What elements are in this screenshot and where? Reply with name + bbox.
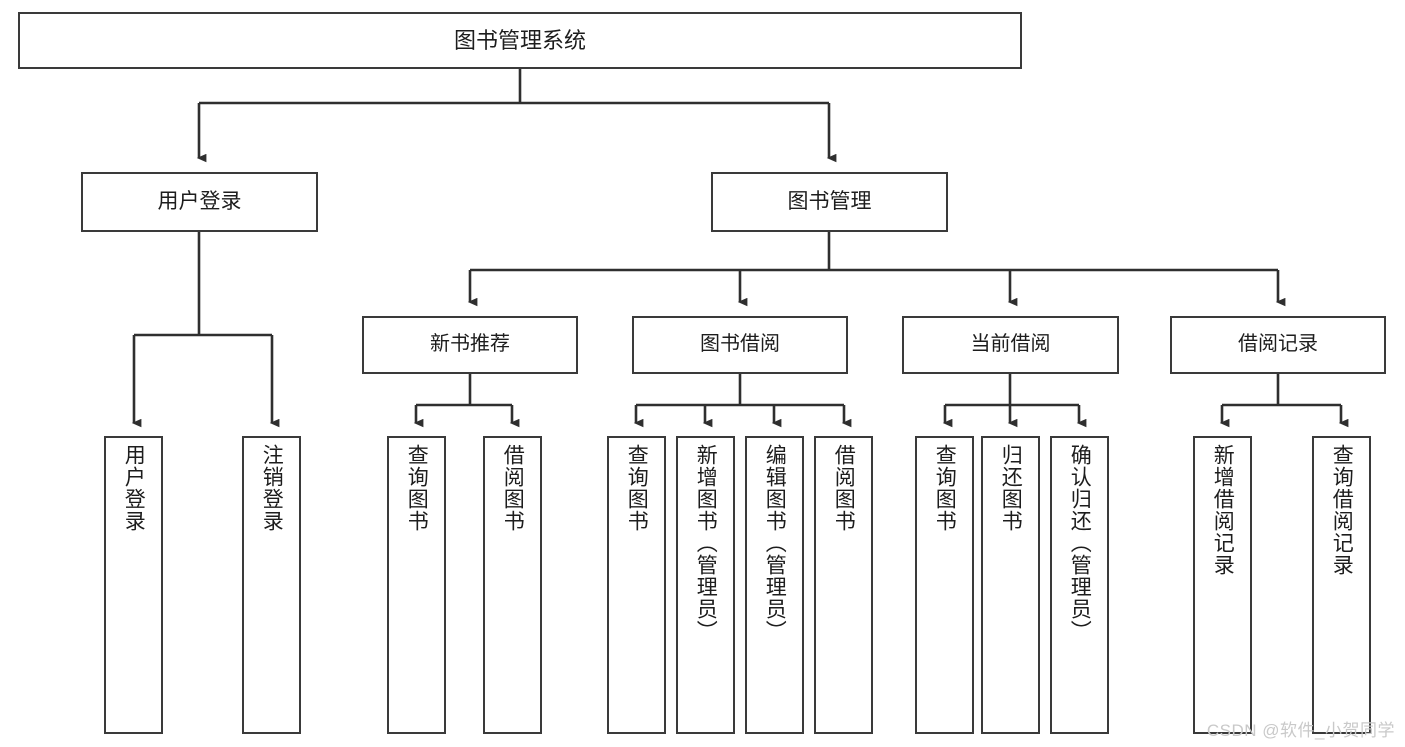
leaf-record-add-borrow-record[interactable]: 新增借阅记录 [1193, 436, 1252, 734]
node-borrow-record[interactable]: 借阅记录 [1170, 316, 1386, 374]
leaf-logout[interactable]: 注销登录 [242, 436, 301, 734]
leaf-borrow-add-book-admin[interactable]: 新增图书（管理员） [676, 436, 735, 734]
leaf-borrow-query-book[interactable]: 查询图书 [607, 436, 666, 734]
node-label: 查询图书 [625, 444, 649, 532]
leaf-recommend-query-book[interactable]: 查询图书 [387, 436, 446, 734]
node-user-login[interactable]: 用户登录 [81, 172, 318, 232]
node-current-borrow[interactable]: 当前借阅 [902, 316, 1119, 374]
leaf-borrow-borrow-book[interactable]: 借阅图书 [814, 436, 873, 734]
node-book-borrow[interactable]: 图书借阅 [632, 316, 848, 374]
node-label: 确认归还（管理员） [1068, 444, 1092, 642]
node-label: 当前借阅 [970, 333, 1051, 356]
node-label: 新增图书（管理员） [694, 444, 718, 642]
node-label: 查询图书 [405, 444, 429, 532]
leaf-user-login[interactable]: 用户登录 [104, 436, 163, 734]
node-label: 用户登录 [157, 189, 242, 213]
node-label: 借阅图书 [501, 444, 525, 532]
leaf-borrow-edit-book-admin[interactable]: 编辑图书（管理员） [745, 436, 804, 734]
node-label: 查询借阅记录 [1330, 444, 1354, 576]
node-label: 借阅记录 [1238, 333, 1318, 356]
node-label: 编辑图书（管理员） [763, 444, 787, 642]
leaf-recommend-borrow-book[interactable]: 借阅图书 [483, 436, 542, 734]
leaf-current-confirm-return-admin[interactable]: 确认归还（管理员） [1050, 436, 1109, 734]
leaf-current-return-book[interactable]: 归还图书 [981, 436, 1040, 734]
node-label: 新书推荐 [430, 333, 510, 356]
node-label: 图书借阅 [700, 333, 780, 356]
node-label: 图书管理 [787, 189, 872, 213]
node-label: 注销登录 [260, 444, 284, 532]
node-label: 图书管理系统 [453, 27, 586, 53]
node-label: 借阅图书 [832, 444, 856, 532]
csdn-watermark: CSDN @软件_小贺同学 [1206, 721, 1395, 740]
node-book-management[interactable]: 图书管理 [711, 172, 948, 232]
node-label: 查询图书 [933, 444, 957, 532]
node-label: 归还图书 [999, 444, 1023, 532]
node-label: 新增借阅记录 [1211, 444, 1235, 576]
node-root-book-management-system[interactable]: 图书管理系统 [18, 12, 1022, 69]
node-new-book-recommend[interactable]: 新书推荐 [362, 316, 578, 374]
leaf-record-query-borrow-record[interactable]: 查询借阅记录 [1312, 436, 1371, 734]
leaf-current-query-book[interactable]: 查询图书 [915, 436, 974, 734]
node-label: 用户登录 [122, 444, 146, 532]
